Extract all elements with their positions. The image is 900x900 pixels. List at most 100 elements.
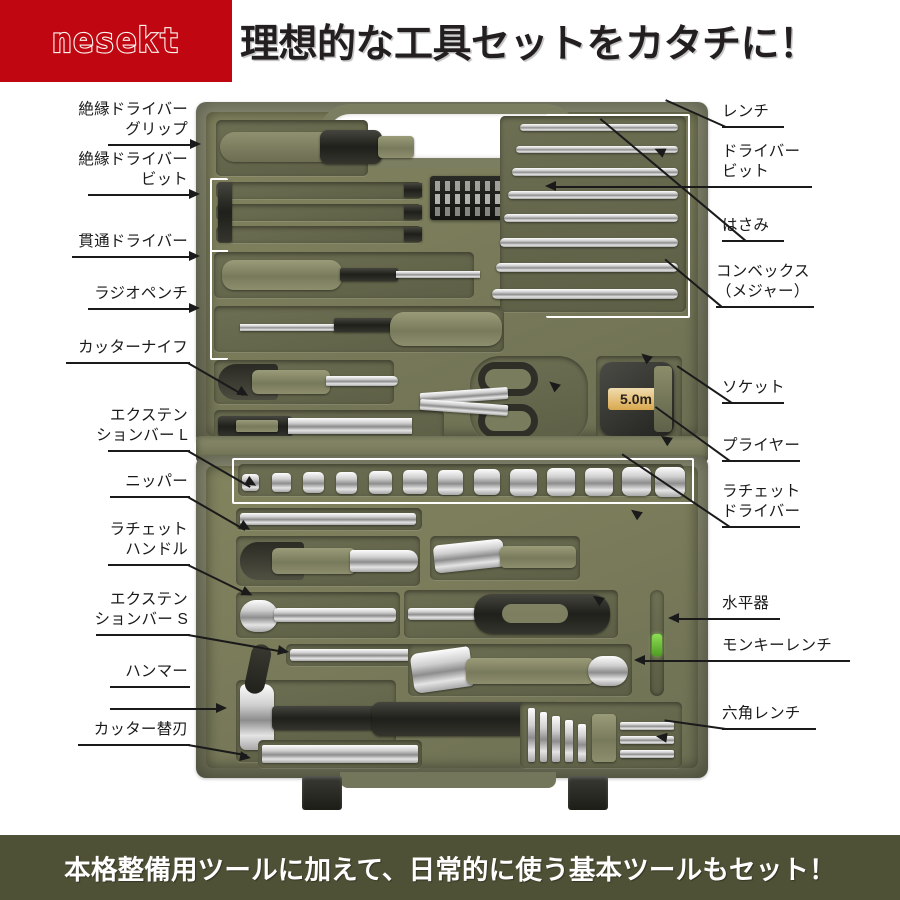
rule-scissors — [722, 240, 784, 242]
insulated-bit-ends — [218, 182, 232, 242]
socket-9 — [510, 469, 537, 496]
page-title: 理想的な工具セットをカタチに！ — [240, 23, 818, 66]
rule-socket — [722, 402, 784, 404]
arrow-radio-pliers — [189, 303, 200, 313]
through-driver-grip-2 — [390, 312, 502, 346]
socket-3 — [303, 472, 324, 493]
hex-key-4 — [565, 720, 573, 762]
bracket-sockets — [232, 458, 694, 504]
extension-bar-s — [290, 649, 420, 661]
nipper-grip — [272, 548, 356, 574]
wrench-2 — [516, 146, 678, 153]
wrench-5 — [504, 214, 678, 222]
hammer-head — [240, 684, 274, 750]
leader-insulated-driver-bit — [88, 194, 190, 196]
wrench-3 — [512, 168, 678, 176]
rule-wrench — [722, 126, 784, 128]
label-plier: プライヤー — [722, 437, 801, 454]
label-driver-bit: ドライバー ビット — [722, 143, 801, 180]
socket-10 — [547, 468, 575, 496]
through-driver-collar-2 — [334, 318, 392, 332]
ratchet-driver-shaft — [408, 608, 480, 620]
monkey-wrench-jaw — [409, 646, 475, 694]
rule-cutter-knife — [66, 362, 190, 364]
insulated-bit-tip-1 — [404, 183, 422, 197]
rule-hex-wrench — [722, 728, 816, 730]
socket-5 — [369, 471, 392, 494]
socket-2 — [272, 473, 291, 492]
hex-key-3 — [552, 716, 560, 762]
label-scissors: はさみ — [722, 217, 770, 234]
label-spirit-level: 水平器 — [722, 595, 770, 612]
hex-key-2 — [540, 712, 547, 762]
insulated-bit-tip-3 — [404, 227, 422, 241]
wrench-6 — [500, 238, 678, 247]
wrench-7 — [496, 263, 678, 272]
label-hammer: ハンマー — [125, 663, 188, 680]
label-cutter-spare-blade: カッター替刃 — [93, 721, 188, 738]
label-ratchet-driver: ラチェット ドライバー — [722, 483, 801, 520]
rule-convex-tape-measure — [716, 306, 814, 308]
recess-bit-1 — [216, 182, 422, 199]
case-latch-right[interactable] — [568, 776, 608, 810]
arrow-extension-bar-s — [277, 645, 290, 657]
product-photo: 5.0m — [0, 84, 900, 835]
leader-insulated-driver-grip — [108, 144, 192, 146]
rule-cutter-spare-blade — [78, 744, 190, 746]
ratchet-driver-grip — [474, 594, 610, 634]
ratchet-handle-shaft — [274, 608, 396, 622]
monkey-wrench-ring — [588, 656, 628, 686]
rule-ratchet-handle — [108, 564, 190, 566]
brand-logo-text: nesekt — [50, 20, 181, 62]
hex-key-6 — [620, 722, 674, 730]
label-convex-tape-measure: コンベックス （メジャー） — [716, 263, 810, 300]
through-driver-collar-1 — [340, 268, 398, 281]
recess-bit-3 — [216, 226, 422, 243]
label-monkey-wrench: モンキーレンチ — [722, 637, 832, 654]
label-extension-bar-s: エクステン ションバー S — [94, 591, 188, 628]
radio-pliers-grip — [252, 370, 330, 394]
cutter-spare-blade — [262, 745, 418, 763]
arrow-monkey-wrench — [634, 655, 645, 665]
tape-measure-side — [654, 366, 672, 432]
rule-ratchet-driver — [722, 526, 800, 528]
case-front-edge — [340, 772, 556, 788]
insulated-bit-tip-2 — [404, 205, 422, 219]
socket-12 — [622, 467, 651, 496]
arrow-driver-bit — [545, 181, 556, 191]
cutter-knife-blade — [288, 418, 412, 434]
socket-7 — [438, 470, 463, 495]
ratchet-handle-head — [240, 600, 278, 632]
monkey-wrench-handle — [466, 658, 594, 684]
leader-monkey-wrench — [642, 660, 724, 662]
hex-key-5 — [578, 724, 586, 762]
footer-banner: 本格整備用ツールに加えて、日常的に使う基本ツールもセット！ — [0, 835, 900, 900]
arrow-cutter-spare-blade — [239, 751, 252, 763]
leader-driver-bit — [552, 186, 724, 188]
driver-bit-row-2 — [435, 194, 535, 204]
rule-extension-bar-l — [108, 450, 190, 452]
cutter-knife-slider — [236, 420, 278, 432]
rule-spirit-level — [722, 618, 780, 620]
socket-1 — [242, 474, 259, 491]
hex-key-holder — [592, 714, 616, 762]
leader-through-driver — [72, 256, 190, 258]
wrench-8 — [492, 289, 678, 299]
insulated-driver-grip-body — [220, 132, 338, 162]
rule-hammer — [110, 686, 190, 688]
rule-extension-bar-s — [96, 634, 190, 636]
rule-nipper — [110, 496, 190, 498]
socket-6 — [403, 470, 427, 494]
label-insulated-driver-bit: 絶縁ドライバー ビット — [78, 151, 188, 188]
arrow-spirit-level — [668, 613, 679, 623]
wrench-4 — [508, 191, 678, 199]
case-latch-left[interactable] — [302, 776, 342, 810]
bracket-wrenches — [546, 114, 690, 318]
rule-plier — [722, 460, 800, 462]
label-radio-pliers: ラジオペンチ — [94, 285, 188, 302]
bracket-insulated-bits — [210, 178, 228, 252]
label-through-driver: 貫通ドライバー — [78, 233, 188, 250]
tape-measure-body: 5.0m — [600, 362, 674, 436]
ratchet-driver-inlay — [502, 604, 568, 623]
socket-4 — [336, 472, 357, 494]
